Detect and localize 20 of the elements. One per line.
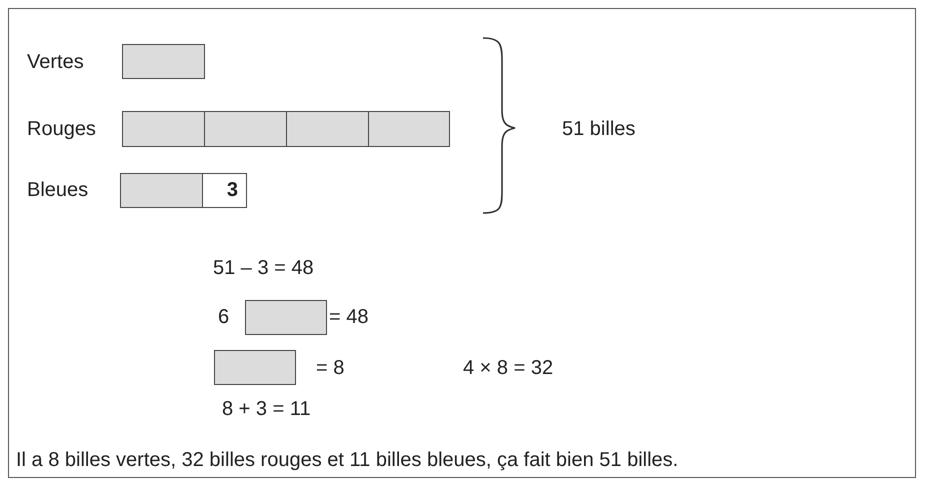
bar-segment	[286, 111, 369, 147]
equation: = 8	[316, 356, 344, 380]
bar-segment	[122, 44, 205, 79]
bar-segment	[214, 350, 296, 385]
bar-segment: 3	[202, 173, 247, 208]
total-label: 51 billes	[562, 117, 636, 141]
row-label: Bleues	[27, 178, 88, 202]
bar-segment	[122, 111, 205, 147]
answer-sentence: Il a 8 billes vertes, 32 billes rouges et 11 billes bleues, ça fait bien 51 billes.	[16, 448, 678, 472]
equation: 8 + 3 = 11	[222, 397, 311, 421]
equation: = 48	[329, 305, 368, 329]
equation: 51 – 3 = 48	[213, 256, 314, 280]
bar-segment	[245, 300, 327, 335]
row-label: Rouges	[27, 117, 96, 141]
equation: 4 × 8 = 32	[463, 356, 554, 380]
row-label: Vertes	[27, 50, 84, 74]
equation-term: 6	[218, 305, 230, 329]
bar-segment	[368, 111, 450, 147]
bar-segment	[120, 173, 203, 208]
bar-segment	[204, 111, 287, 147]
